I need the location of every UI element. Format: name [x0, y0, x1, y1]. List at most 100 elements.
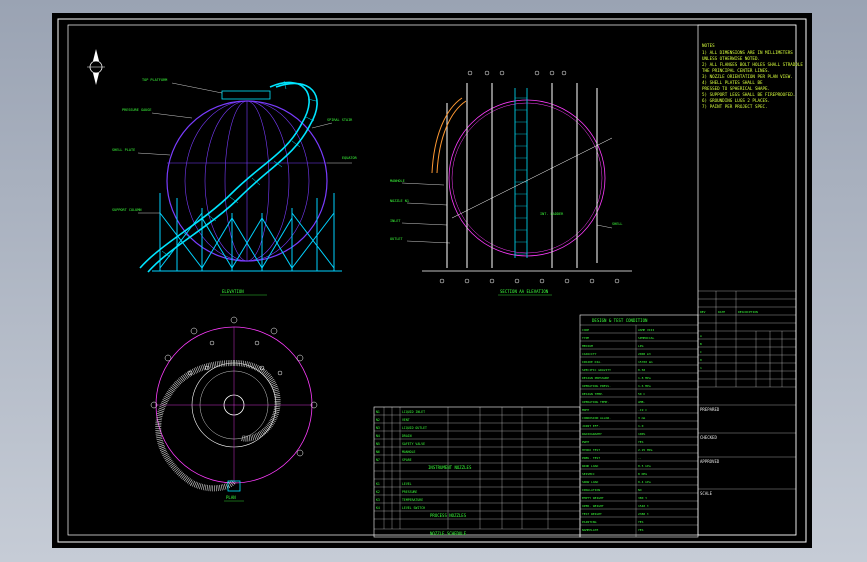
svg-text:MEDIUM: MEDIUM [582, 344, 593, 348]
title-block[interactable]: NOTES 1) ALL DIMENSIONS ARE IN MILLIMETE… [697, 24, 803, 536]
svg-text:OUTLET: OUTLET [390, 237, 404, 241]
svg-text:LEVEL SWITCH: LEVEL SWITCH [402, 506, 425, 510]
svg-text:PRESSURE GAUGE: PRESSURE GAUGE [122, 108, 152, 112]
svg-text:N5: N5 [376, 442, 380, 446]
svg-text:INT. LADDER: INT. LADDER [540, 212, 564, 216]
svg-text:1540 t: 1540 t [638, 504, 649, 508]
drawing-sheet: TOP PLATFORM PRESSURE GAUGE SHELL PLATE … [52, 13, 812, 548]
svg-text:SPARE: SPARE [402, 458, 412, 462]
scale-label: SCALE [700, 491, 713, 496]
instrument-heading: INSTRUMENT NOZZLES [428, 465, 472, 470]
svg-text:0.58: 0.58 [638, 368, 645, 372]
svg-text:N7: N7 [376, 458, 380, 462]
svg-text:N4: N4 [376, 434, 380, 438]
svg-text:A: A [700, 334, 702, 338]
svg-text:SHELL: SHELL [612, 222, 623, 226]
svg-text:0.4 kPa: 0.4 kPa [638, 480, 651, 484]
svg-text:SAFETY VALVE: SAFETY VALVE [402, 442, 425, 446]
svg-text:TEST WEIGHT: TEST WEIGHT [582, 512, 602, 516]
svg-text:EQUATOR: EQUATOR [342, 156, 358, 160]
svg-text:LIQUID INLET: LIQUID INLET [402, 410, 425, 414]
svg-text:K4: K4 [376, 506, 380, 510]
svg-text:-19 C: -19 C [638, 408, 647, 412]
svg-text:2) ALL FLANGES BOLT HOLES SHAL: 2) ALL FLANGES BOLT HOLES SHALL STRADDLE [702, 62, 803, 67]
svg-text:SPECIFIC GRAVITY: SPECIFIC GRAVITY [582, 368, 611, 372]
svg-text:DESCRIPTION: DESCRIPTION [738, 310, 758, 314]
svg-text:15700 mm: 15700 mm [638, 360, 653, 364]
svg-text:UNLESS OTHERWISE NOTED.: UNLESS OTHERWISE NOTED. [702, 56, 760, 61]
svg-text:2000 m3: 2000 m3 [638, 352, 651, 356]
svg-text:PRESSURE: PRESSURE [402, 490, 417, 494]
svg-text:N3: N3 [376, 426, 380, 430]
svg-text:SPHERICAL: SPHERICAL [638, 336, 654, 340]
svg-text:CORROSION ALLOW.: CORROSION ALLOW. [582, 416, 611, 420]
svg-text:MANHOLE: MANHOLE [402, 450, 416, 454]
svg-text:SHELL PLATE: SHELL PLATE [112, 148, 135, 152]
svg-text:PAINTING: PAINTING [582, 520, 597, 524]
svg-text:DATE: DATE [718, 310, 725, 314]
svg-text:WIND LOAD: WIND LOAD [582, 464, 598, 468]
svg-text:3 mm: 3 mm [638, 416, 645, 420]
svg-text:2380 t: 2380 t [638, 512, 649, 516]
plan-title: PLAN [226, 495, 236, 500]
north-arrow-icon [87, 49, 105, 85]
svg-text:SPIRAL STAIR: SPIRAL STAIR [327, 118, 353, 122]
svg-text:DRAIN: DRAIN [402, 434, 412, 438]
svg-text:YES: YES [638, 528, 644, 532]
svg-text:1) ALL DIMENSIONS ARE IN MILLI: 1) ALL DIMENSIONS ARE IN MILLIMETERS [702, 50, 793, 55]
svg-text:K3: K3 [376, 498, 380, 502]
svg-text:SUPPORT COLUMN: SUPPORT COLUMN [112, 208, 142, 212]
section-view: MANHOLE NOZZLE N1 INLET OUTLET INT. LADD… [390, 70, 632, 296]
svg-text:DESIGN TEMP.: DESIGN TEMP. [582, 392, 604, 396]
process-heading: PROCESS NOZZLES [430, 513, 467, 518]
svg-text:N1: N1 [376, 410, 380, 414]
svg-text:OPERATING PRESS.: OPERATING PRESS. [582, 384, 611, 388]
svg-text:3) NOZZLE ORIENTATION PER PLAN: 3) NOZZLE ORIENTATION PER PLAN VIEW. [702, 74, 793, 79]
prepared-label: PREPARED [700, 407, 720, 412]
svg-text:PWHT: PWHT [582, 440, 589, 444]
svg-text:YES: YES [638, 440, 644, 444]
elevation-title: ELEVATION [222, 289, 244, 294]
svg-text:PNEU. TEST: PNEU. TEST [582, 456, 600, 460]
svg-text:REV: REV [700, 310, 706, 314]
svg-text:SNOW LOAD: SNOW LOAD [582, 480, 598, 484]
svg-text:THE PRINCIPAL CENTER LINES.: THE PRINCIPAL CENTER LINES. [702, 68, 770, 73]
svg-text:INSIDE DIA.: INSIDE DIA. [582, 360, 602, 364]
drawing-canvas: TOP PLATFORM PRESSURE GAUGE SHELL PLATE … [57, 18, 807, 543]
svg-text:ASME VIII: ASME VIII [638, 328, 654, 332]
svg-text:K2: K2 [376, 490, 380, 494]
svg-text:CAPACITY: CAPACITY [582, 352, 597, 356]
svg-text:JOINT EFF.: JOINT EFF. [582, 424, 600, 428]
sheet-border [57, 18, 807, 543]
svg-text:LIQUID OUTLET: LIQUID OUTLET [402, 426, 427, 430]
svg-text:INLET: INLET [390, 219, 401, 223]
section-title: SECTION AA ELEVATION [500, 289, 549, 294]
svg-text:0: 0 [700, 358, 702, 362]
svg-text:N2: N2 [376, 418, 380, 422]
svg-text:NO: NO [638, 488, 642, 492]
svg-text:INSULATION: INSULATION [582, 488, 600, 492]
svg-text:PRESSED TO SPHERICAL SHAPE.: PRESSED TO SPHERICAL SHAPE. [702, 86, 770, 91]
svg-text:SEISMIC: SEISMIC [582, 472, 595, 476]
svg-text:MANHOLE: MANHOLE [390, 179, 405, 183]
svg-text:MDMT: MDMT [582, 408, 589, 412]
svg-text:2.25 MPa: 2.25 MPa [638, 448, 653, 452]
svg-text:0.5 kPa: 0.5 kPa [638, 464, 651, 468]
svg-text:N6: N6 [376, 450, 380, 454]
svg-text:1.6 MPa: 1.6 MPa [638, 384, 651, 388]
svg-text:B: B [700, 342, 702, 346]
svg-text:RADIOGRAPHY: RADIOGRAPHY [582, 432, 602, 436]
svg-text:100%: 100% [638, 432, 645, 436]
svg-text:NOZZLE N1: NOZZLE N1 [390, 199, 409, 203]
approved-label: APPROVED [700, 459, 720, 464]
svg-text:LEVEL: LEVEL [402, 482, 412, 486]
svg-text:C: C [700, 350, 702, 354]
elevation-view: TOP PLATFORM PRESSURE GAUGE SHELL PLATE … [112, 78, 358, 296]
svg-text:1.8 MPa: 1.8 MPa [638, 376, 651, 380]
svg-text:AMB.: AMB. [638, 400, 645, 404]
svg-text:DESIGN PRESSURE: DESIGN PRESSURE [582, 376, 609, 380]
svg-text:TEMPERATURE: TEMPERATURE [402, 498, 423, 502]
